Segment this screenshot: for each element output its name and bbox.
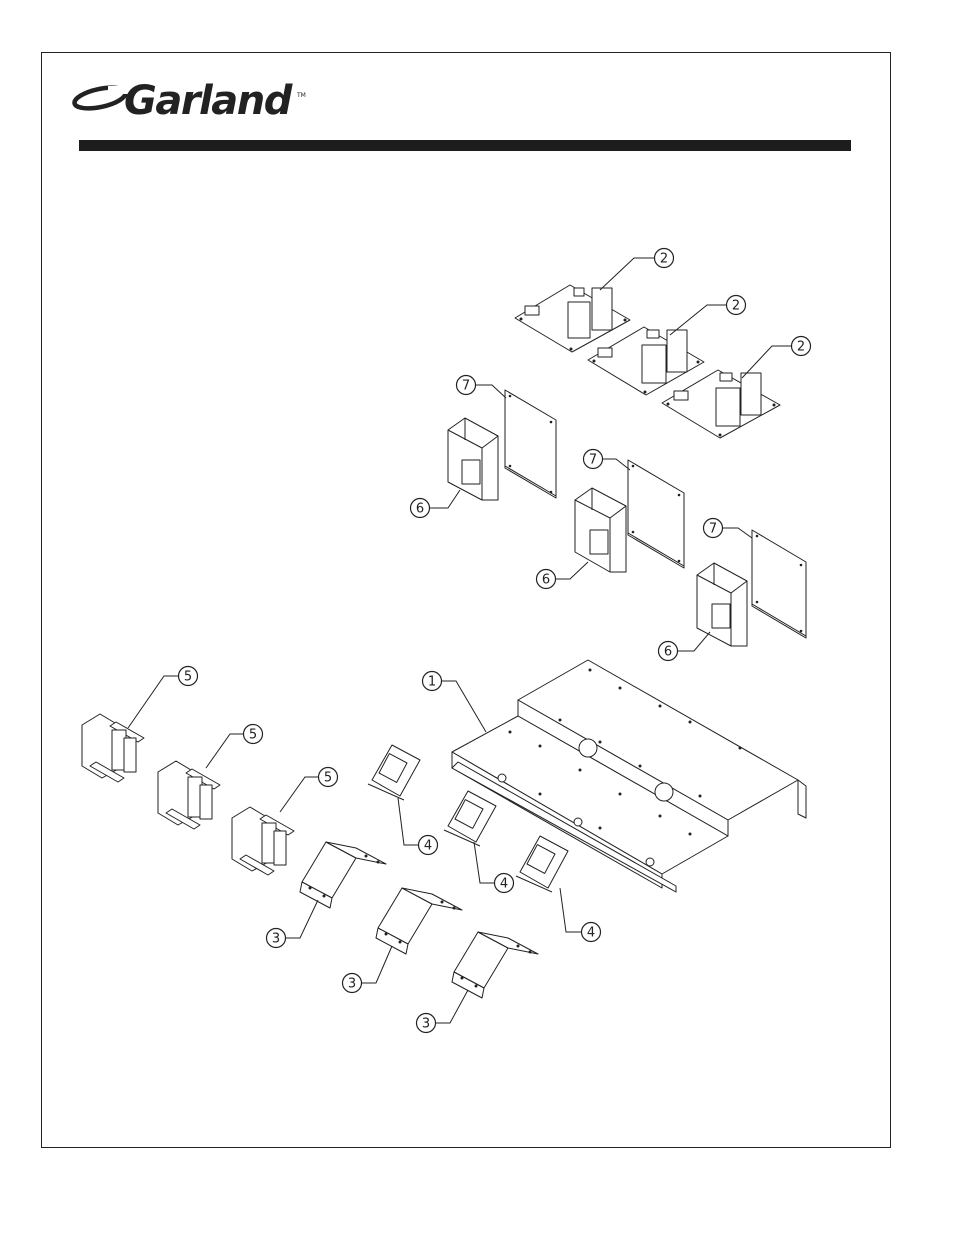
svg-text:3: 3 <box>422 1017 430 1032</box>
svg-text:4: 4 <box>587 926 595 941</box>
transformer-part-6c <box>697 563 747 646</box>
mounting-panel-part-7a <box>505 390 556 498</box>
circuit-board-part-2b <box>588 327 704 395</box>
svg-text:7: 7 <box>709 522 717 537</box>
svg-text:6: 6 <box>664 645 672 660</box>
svg-text:5: 5 <box>184 670 192 685</box>
svg-text:3: 3 <box>348 977 356 992</box>
callout-7a: 7 <box>457 376 476 395</box>
callout-4b: 4 <box>495 874 514 893</box>
switch-part-4a <box>368 745 420 800</box>
callout-3a: 3 <box>267 929 286 948</box>
switch-part-4c <box>516 836 568 892</box>
bracket-part-5c <box>232 807 294 875</box>
callout-4c: 4 <box>582 923 601 942</box>
angle-bracket-part-3b <box>376 888 462 954</box>
callout-2c: 2 <box>792 337 811 356</box>
svg-text:3: 3 <box>272 932 280 947</box>
circuit-board-part-2c <box>662 370 780 438</box>
mounting-panel-part-7b <box>628 460 684 568</box>
callout-5a: 5 <box>179 667 198 686</box>
callout-6b: 6 <box>537 570 556 589</box>
callout-1: 1 <box>423 672 442 691</box>
svg-text:7: 7 <box>589 453 597 468</box>
callout-7b: 7 <box>584 450 603 469</box>
callout-6a: 6 <box>411 499 430 518</box>
circuit-board-part-2a <box>515 285 630 352</box>
bracket-part-5a <box>82 714 144 782</box>
switch-part-4b <box>444 791 496 846</box>
svg-text:6: 6 <box>542 573 550 588</box>
callout-2b: 2 <box>727 296 746 315</box>
angle-bracket-part-3a <box>300 842 386 908</box>
callout-3c: 3 <box>417 1014 436 1033</box>
svg-text:4: 4 <box>424 839 432 854</box>
callout-5b: 5 <box>244 725 263 744</box>
callout-5c: 5 <box>319 768 338 787</box>
svg-text:2: 2 <box>660 252 668 267</box>
transformer-part-6b <box>575 488 626 572</box>
callout-4a: 4 <box>419 836 438 855</box>
bracket-part-5b <box>158 761 220 829</box>
leader-lines <box>128 258 792 1023</box>
mounting-panel-part-7c <box>752 530 806 638</box>
callout-7c: 7 <box>704 519 723 538</box>
svg-text:1: 1 <box>428 675 436 690</box>
angle-bracket-part-3c <box>452 932 538 998</box>
callout-2a: 2 <box>655 249 674 268</box>
transformer-part-6a <box>448 418 498 500</box>
callout-3b: 3 <box>343 974 362 993</box>
svg-text:2: 2 <box>732 299 740 314</box>
svg-text:7: 7 <box>462 379 470 394</box>
svg-text:4: 4 <box>500 877 508 892</box>
svg-text:2: 2 <box>797 340 805 355</box>
svg-text:5: 5 <box>324 771 332 786</box>
callout-6c: 6 <box>659 642 678 661</box>
svg-text:5: 5 <box>249 728 257 743</box>
base-chassis-part-1 <box>452 660 806 892</box>
svg-text:6: 6 <box>416 502 424 517</box>
